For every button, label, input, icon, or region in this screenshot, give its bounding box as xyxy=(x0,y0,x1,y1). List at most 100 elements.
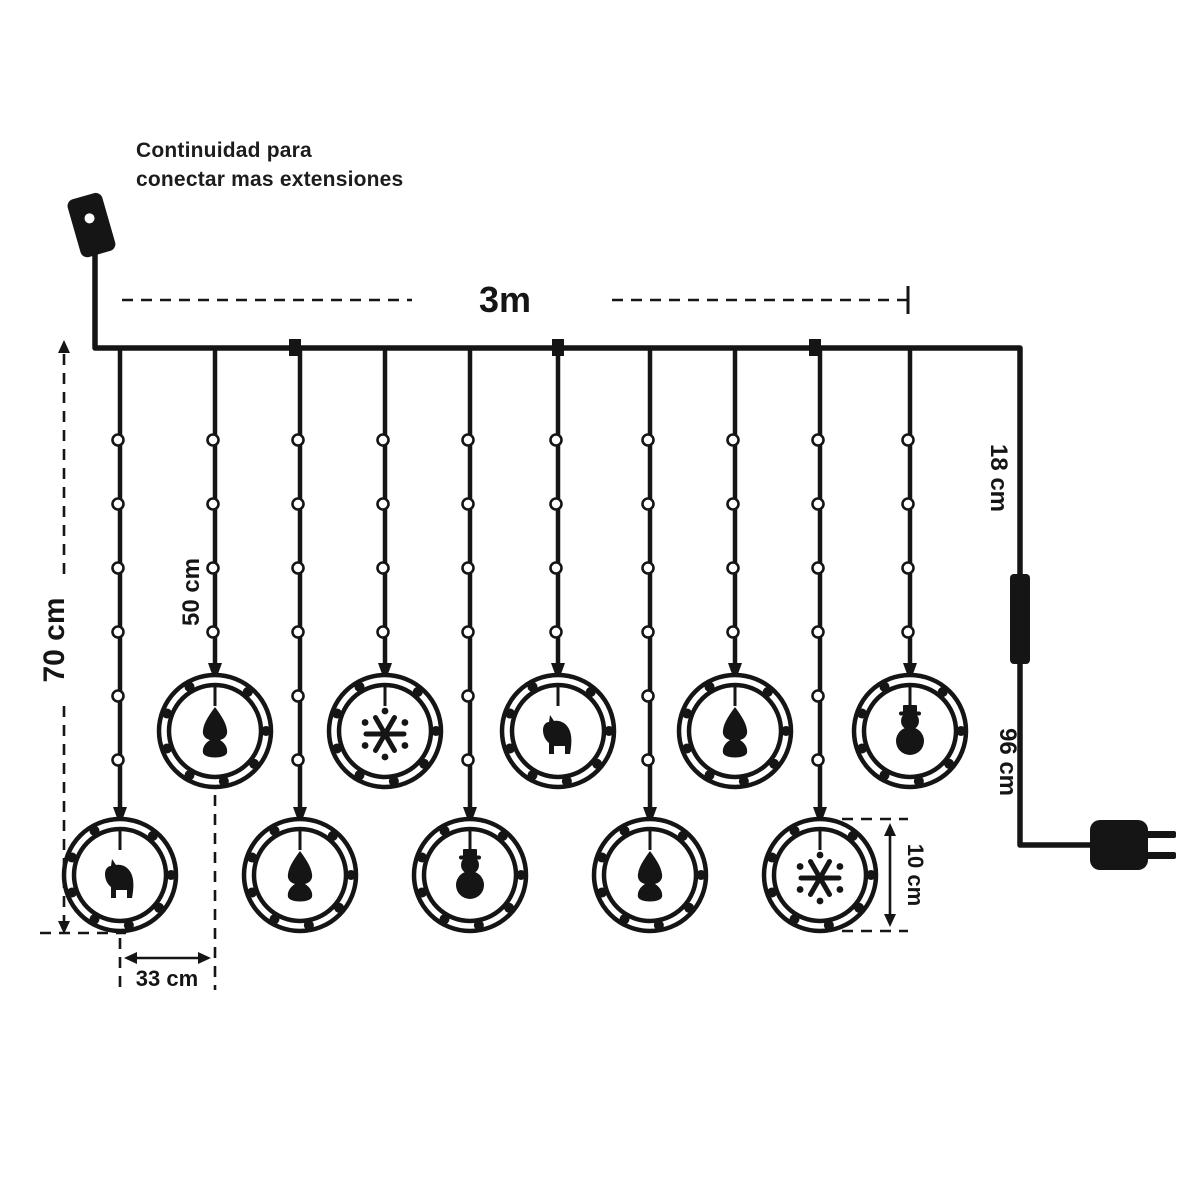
led-bulb xyxy=(901,497,915,511)
led-bulb xyxy=(726,433,740,447)
led-bulb xyxy=(461,561,475,575)
ring-bulb xyxy=(956,726,966,736)
led-bulb xyxy=(549,625,563,639)
reindeer-silhouette xyxy=(105,859,134,898)
led-bulb xyxy=(641,753,655,767)
ring-bulb xyxy=(431,726,441,736)
led-bulb xyxy=(376,561,390,575)
extension-connector-hole xyxy=(84,213,95,224)
led-bulb xyxy=(901,625,915,639)
ring-bulb xyxy=(497,830,508,841)
ring-bulb xyxy=(767,852,778,863)
dimension-label-96cm: 96 cm xyxy=(994,728,1021,796)
ring-bulb xyxy=(147,830,158,841)
led-bulb xyxy=(291,753,305,767)
snowflake-dot xyxy=(836,863,844,870)
ring-bulb xyxy=(184,770,195,781)
ring-bulb xyxy=(154,902,165,913)
ring-bulb xyxy=(303,920,314,931)
ring-bulb xyxy=(417,852,428,863)
ring-bulb xyxy=(769,758,780,769)
led-bulb xyxy=(726,625,740,639)
ring-bulb xyxy=(412,686,423,697)
led-bulb xyxy=(641,561,655,575)
ring-bulb xyxy=(123,920,134,931)
dimension-label-50cm: 50 cm xyxy=(178,558,205,626)
led-bulb xyxy=(291,561,305,575)
ring-bulb xyxy=(684,902,695,913)
led-bulb xyxy=(811,689,825,703)
ring-bulb xyxy=(677,830,688,841)
ring-hanger xyxy=(643,807,657,818)
led-bulb xyxy=(461,497,475,511)
led-bulb xyxy=(811,497,825,511)
snowman-body xyxy=(456,871,484,899)
snowflake-silhouette xyxy=(796,851,844,905)
dimension-arrow-33cm-left xyxy=(124,952,137,964)
led-bulb xyxy=(726,561,740,575)
led-bulb xyxy=(111,753,125,767)
ring-bulb xyxy=(184,681,195,692)
led-bulb xyxy=(461,753,475,767)
ring-bulb xyxy=(67,852,78,863)
extension-connector-body xyxy=(67,192,116,258)
snowflake-dot xyxy=(401,719,409,726)
santa-silhouette xyxy=(287,851,313,902)
ring-bulb xyxy=(67,887,78,898)
ring-bulb xyxy=(439,825,450,836)
santa-silhouette xyxy=(722,707,748,758)
led-bulb xyxy=(549,433,563,447)
dimension-label-70cm: 70 cm xyxy=(38,597,71,682)
ring-bulb xyxy=(789,825,800,836)
ring-bulb xyxy=(261,726,271,736)
led-bulb xyxy=(111,625,125,639)
led-bulb xyxy=(811,625,825,639)
continuity-note-line2: conectar mas extensiones xyxy=(136,168,404,192)
ring-bulb xyxy=(781,726,791,736)
led-bulb xyxy=(726,497,740,511)
ring-bulb xyxy=(879,770,890,781)
snowman-silhouette xyxy=(896,705,924,755)
ring-hanger xyxy=(728,663,742,674)
snowman-silhouette xyxy=(456,849,484,899)
power-plug-body xyxy=(1090,820,1148,870)
led-bulb xyxy=(206,561,220,575)
santa-silhouette xyxy=(637,851,663,902)
led-bulb xyxy=(461,625,475,639)
ring-bulb xyxy=(346,870,356,880)
dimension-label-33cm: 33 cm xyxy=(136,966,198,991)
ring-bulb xyxy=(269,825,280,836)
ring-bulb xyxy=(857,743,868,754)
ring-bulb xyxy=(332,708,343,719)
led-bulb xyxy=(376,433,390,447)
led-bulb xyxy=(641,497,655,511)
led-bulb xyxy=(291,625,305,639)
dimension-label-3m: 3m xyxy=(479,279,531,320)
dimension-arrow-70cm-bottom xyxy=(58,921,70,934)
ring-bulb xyxy=(439,914,450,925)
snowman-head xyxy=(461,856,479,874)
ring-bulb xyxy=(354,770,365,781)
snowflake-dot xyxy=(816,897,824,905)
ring-bulb xyxy=(857,708,868,719)
ring-bulb xyxy=(269,914,280,925)
ring-hanger xyxy=(113,807,127,818)
snowflake-dot xyxy=(796,863,804,870)
reindeer-body xyxy=(105,859,134,898)
dimension-arrow-33cm-right xyxy=(198,952,211,964)
led-bulb xyxy=(291,689,305,703)
ring-bulb xyxy=(597,887,608,898)
reindeer-body xyxy=(543,715,572,754)
ring-bulb xyxy=(527,681,538,692)
power-plug-prong-bottom xyxy=(1146,852,1176,859)
ring-bulb xyxy=(527,770,538,781)
led-bulb xyxy=(811,433,825,447)
ring-bulb xyxy=(242,686,253,697)
ring-bulb xyxy=(334,902,345,913)
ring-bulb xyxy=(505,743,516,754)
ring-bulb xyxy=(327,830,338,841)
led-bulb xyxy=(461,689,475,703)
ring-bulb xyxy=(704,681,715,692)
led-bulb xyxy=(641,689,655,703)
